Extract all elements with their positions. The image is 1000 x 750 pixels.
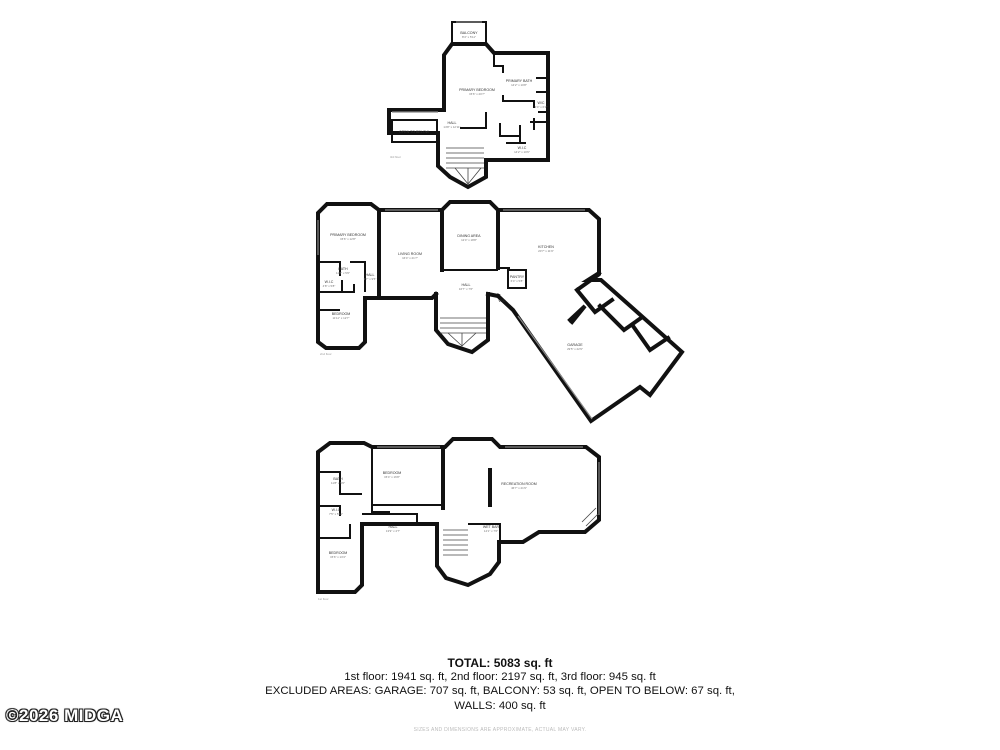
lower-bath-walls bbox=[318, 471, 362, 539]
main-primary-bedroom-name: PRIMARY BEDROOM bbox=[330, 233, 366, 237]
wic-walls bbox=[499, 123, 526, 144]
lower-bedroom-a-dim: 15'4" x 16'8" bbox=[384, 475, 400, 479]
upper-hall-dim: 14'8" x 12'11" bbox=[443, 125, 460, 129]
lower-wic-dim: 7'5" x 5'11" bbox=[329, 512, 343, 516]
main-bath-name: BATH bbox=[338, 267, 348, 271]
main-garage-name: GARAGE bbox=[567, 343, 583, 347]
upper-primary-bedroom-dim: 15'6" x 20'7" bbox=[469, 92, 485, 96]
main-kitchen-dim: 20'7" x 11'9" bbox=[538, 249, 554, 253]
floor-plan-drawing: 3rd floor BALCONY 8'4" x 5'11" PRIMARY B… bbox=[316, 21, 685, 601]
upper-stair-icon bbox=[446, 147, 484, 185]
summary-floor-areas: 1st floor: 1941 sq. ft, 2nd floor: 2197 … bbox=[344, 671, 656, 684]
main-wc-name: W/C bbox=[499, 299, 506, 303]
lower-floor-outline bbox=[316, 437, 601, 594]
main-primary-bedroom-dim: 15'6" x 12'8" bbox=[340, 237, 356, 241]
main-hall-name: HALL bbox=[462, 283, 471, 287]
lower-bedroom-b-name: BEDROOM bbox=[329, 551, 348, 555]
lower-hall-name: HALL bbox=[389, 525, 398, 529]
upper-balcony-name: BALCONY bbox=[460, 31, 478, 35]
upper-balcony-dim: 8'4" x 5'11" bbox=[462, 35, 476, 39]
lower-recreation-room-dim: 46'7" x 21'9" bbox=[511, 486, 527, 490]
main-living-room-name: LIVING ROOM bbox=[398, 252, 422, 256]
lower-bedroom-b-dim: 15'6" x 13'4" bbox=[330, 555, 346, 559]
upper-primary-bath-dim: 14'2" x 10'8" bbox=[511, 83, 527, 87]
main-top-wall bbox=[377, 200, 601, 275]
main-garage-dim: 29'5" x 22'9" bbox=[567, 347, 583, 351]
lower-wet-bar-dim: 14'1" x 7'6" bbox=[484, 529, 498, 533]
upper-wc-name: W/C bbox=[538, 101, 545, 105]
main-bath-dim: 11'8" x 5'6" bbox=[336, 271, 350, 275]
upper-wic-dim: 14'2" x 10'6" bbox=[514, 150, 530, 154]
upper-open-to-below-name: OPEN TO BELOW bbox=[399, 130, 430, 134]
main-bedroom-name: BEDROOM bbox=[332, 312, 351, 316]
main-stair-icon bbox=[440, 317, 486, 347]
upper-wic-name: W.I.C bbox=[518, 146, 527, 150]
main-kitchen-name: KITCHEN bbox=[538, 245, 554, 249]
upper-primary-bath-name: PRIMARY BATH bbox=[506, 79, 533, 83]
lower-floor-label: 1st floor bbox=[318, 597, 329, 601]
upper-wc-dim: 3'4" x 6'2" bbox=[535, 105, 548, 109]
disclaimer-text: SIZES AND DIMENSIONS ARE APPROXIMATE, AC… bbox=[413, 727, 587, 733]
summary-total: TOTAL: 5083 sq. ft bbox=[447, 656, 553, 670]
lower-wet-bar-name: WET BAR bbox=[483, 525, 500, 529]
lower-bath-name: BATH bbox=[333, 477, 343, 481]
upper-floor-outline bbox=[387, 42, 550, 190]
upper-primary-bedroom-name: PRIMARY BEDROOM bbox=[459, 88, 495, 92]
main-left-wing-outline bbox=[316, 202, 382, 350]
pantry-walls bbox=[507, 269, 527, 289]
upper-floor-label: 3rd floor bbox=[390, 155, 401, 159]
summary-walls: WALLS: 400 sq. ft bbox=[454, 699, 546, 712]
main-dining-area-name: DINING AREA bbox=[457, 234, 481, 238]
main-stair-walls bbox=[434, 292, 490, 355]
main-wic-name: W.I.C bbox=[325, 280, 334, 284]
lower-bedroom-a-name: BEDROOM bbox=[383, 471, 402, 475]
lower-floor-plan: 1st floor BATH 11'8" x 5'6" BEDROOM 15'4… bbox=[316, 437, 601, 601]
main-dining-area-dim: 12'4" x 18'8" bbox=[461, 238, 477, 242]
main-pantry-name: PANTRY bbox=[510, 275, 525, 279]
lower-stair-icon bbox=[443, 529, 468, 556]
lower-hall-dim: 13'9" x 4'7" bbox=[386, 529, 400, 533]
area-summary: TOTAL: 5083 sq. ft 1st floor: 1941 sq. f… bbox=[0, 656, 1000, 713]
main-bath-walls bbox=[318, 261, 366, 311]
watermark-logo: ©2026 MIDGA bbox=[6, 706, 124, 725]
main-wic-dim: 4'8" x 5'8" bbox=[323, 284, 336, 288]
main-bedroom-dim: 11'11" x 12'7" bbox=[332, 316, 349, 320]
lower-wic-name: W.I.C bbox=[332, 508, 341, 512]
lower-bath-dim: 11'8" x 5'6" bbox=[331, 481, 345, 485]
upper-floor-plan: 3rd floor BALCONY 8'4" x 5'11" PRIMARY B… bbox=[387, 21, 550, 190]
summary-excluded-areas: EXCLUDED AREAS: GARAGE: 707 sq. ft, BALC… bbox=[265, 685, 735, 698]
main-hall-small-name: HALL bbox=[366, 273, 375, 277]
garage-bay-walls bbox=[567, 272, 671, 353]
main-hall-small-dim: 3'7" x 9'5" bbox=[364, 277, 377, 281]
main-living-room-dim: 16'4" x 21'7" bbox=[402, 256, 418, 260]
primary-bath-walls bbox=[493, 55, 535, 130]
main-pantry-dim: 6'4" x 5'8" bbox=[511, 279, 524, 283]
main-floor-plan: 2nd floor PRIMARY BEDROOM 15'6" x 12'8" … bbox=[316, 200, 685, 424]
open-to-below-box bbox=[391, 119, 438, 143]
main-hall-dim: 16'7" x 7'6" bbox=[459, 287, 473, 291]
upper-hall-name: HALL bbox=[448, 121, 457, 125]
main-floor-label: 2nd floor bbox=[320, 352, 332, 356]
lower-recreation-room-name: RECREATION ROOM bbox=[501, 482, 536, 486]
